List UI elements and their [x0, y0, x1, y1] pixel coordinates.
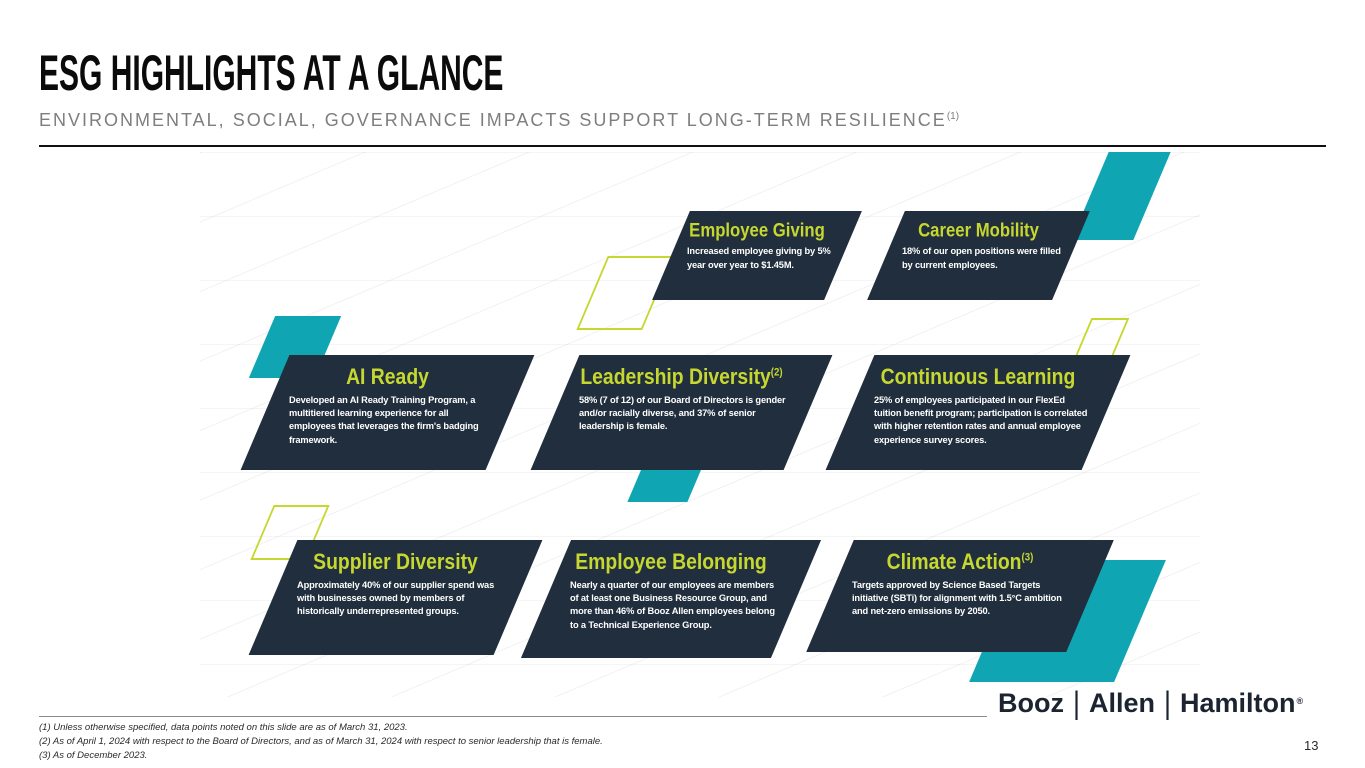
card-body: Targets approved by Science Based Target… — [852, 580, 1062, 617]
logo-word: Booz — [998, 688, 1064, 718]
card-ai-ready: AI Ready Developed an AI Ready Training … — [240, 355, 535, 470]
logo-separator: | — [1164, 685, 1172, 721]
footnote-1: (1) Unless otherwise specified, data poi… — [39, 722, 408, 733]
subtitle-text: ENVIRONMENTAL, SOCIAL, GOVERNANCE IMPACT… — [39, 110, 947, 130]
card-body: 25% of employees participated in our Fle… — [874, 395, 1088, 445]
card-leadership-diversity: Leadership Diversity(2) 58% (7 of 12) of… — [530, 355, 833, 470]
subtitle-footnote-ref: (1) — [946, 111, 960, 122]
logo-word: Hamilton — [1180, 688, 1296, 718]
card-employee-belonging: Employee Belonging Nearly a quarter of o… — [520, 540, 822, 658]
card-title: Continuous Learning — [880, 364, 1076, 389]
card-title: AI Ready — [346, 364, 429, 389]
logo-word: Allen — [1089, 688, 1156, 718]
page-subtitle: ENVIRONMENTAL, SOCIAL, GOVERNANCE IMPACT… — [39, 110, 959, 131]
card-body: Developed an AI Ready Training Program, … — [289, 395, 479, 445]
card-body: 58% (7 of 12) of our Board of Directors … — [579, 395, 786, 432]
registered-mark: ® — [1296, 696, 1304, 706]
booz-allen-hamilton-logo: Booz | Allen | Hamilton ® — [998, 685, 1304, 721]
card-supplier-diversity: Supplier Diversity Approximately 40% of … — [248, 540, 543, 655]
card-title: Employee Belonging — [575, 549, 767, 574]
card-title: Career Mobility — [918, 220, 1039, 242]
card-title: Leadership Diversity(2) — [580, 364, 783, 389]
card-continuous-learning: Continuous Learning 25% of employees par… — [825, 355, 1131, 470]
card-title: Employee Giving — [689, 220, 825, 242]
card-title: Climate Action(3) — [886, 549, 1034, 574]
page-title: ESG HIGHLIGHTS AT A GLANCE — [39, 45, 504, 101]
card-body: 18% of our open positions were filled by… — [902, 246, 1061, 270]
logo-separator: | — [1072, 685, 1080, 721]
card-body: Nearly a quarter of our employees are me… — [570, 580, 775, 630]
card-body: Increased employee giving by 5% year ove… — [687, 246, 831, 270]
page-number: 13 — [1304, 738, 1319, 753]
footnote-3: (3) As of December 2023. — [39, 749, 148, 761]
card-career-mobility: Career Mobility 18% of our open position… — [867, 211, 1090, 300]
card-climate-action: Climate Action(3) Targets approved by Sc… — [806, 540, 1114, 652]
card-employee-giving: Employee Giving Increased employee givin… — [652, 211, 862, 300]
header-divider — [39, 145, 1326, 147]
card-body: Approximately 40% of our supplier spend … — [297, 580, 495, 617]
footnote-2: (2) As of April 1, 2024 with respect to … — [39, 735, 603, 747]
footer-divider — [39, 716, 987, 717]
footnotes: (1) Unless otherwise specified, data poi… — [39, 721, 603, 762]
card-title: Supplier Diversity — [313, 549, 478, 574]
